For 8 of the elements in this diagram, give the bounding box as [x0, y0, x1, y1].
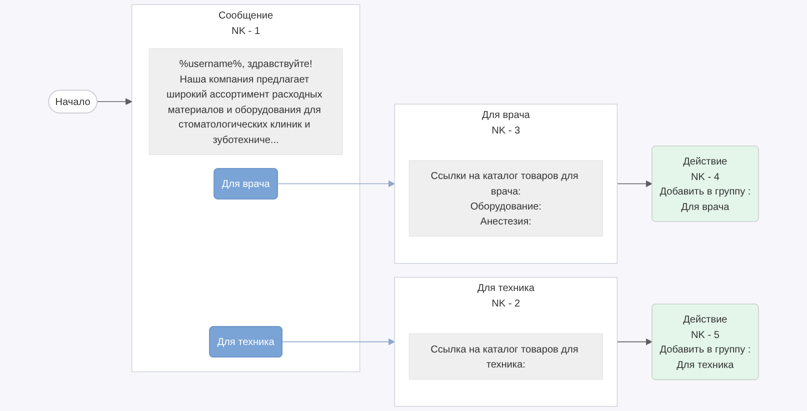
arrow	[282, 338, 395, 346]
arrow	[616, 180, 652, 188]
arrow	[277, 180, 395, 188]
arrow	[96, 98, 132, 106]
arrow	[616, 338, 652, 346]
node-box: Ссылка на каталог товаров для техника:	[408, 333, 603, 380]
node-box: Ссылки на каталог товаров для врача: Оборудование: Анестезия:	[408, 160, 603, 237]
node-box: %username%, здравствуйте! Наша компания предлагает широкий ассортимент расходных материалов и оборудования для стоматологических клиник и зуботехниче...	[148, 48, 343, 155]
